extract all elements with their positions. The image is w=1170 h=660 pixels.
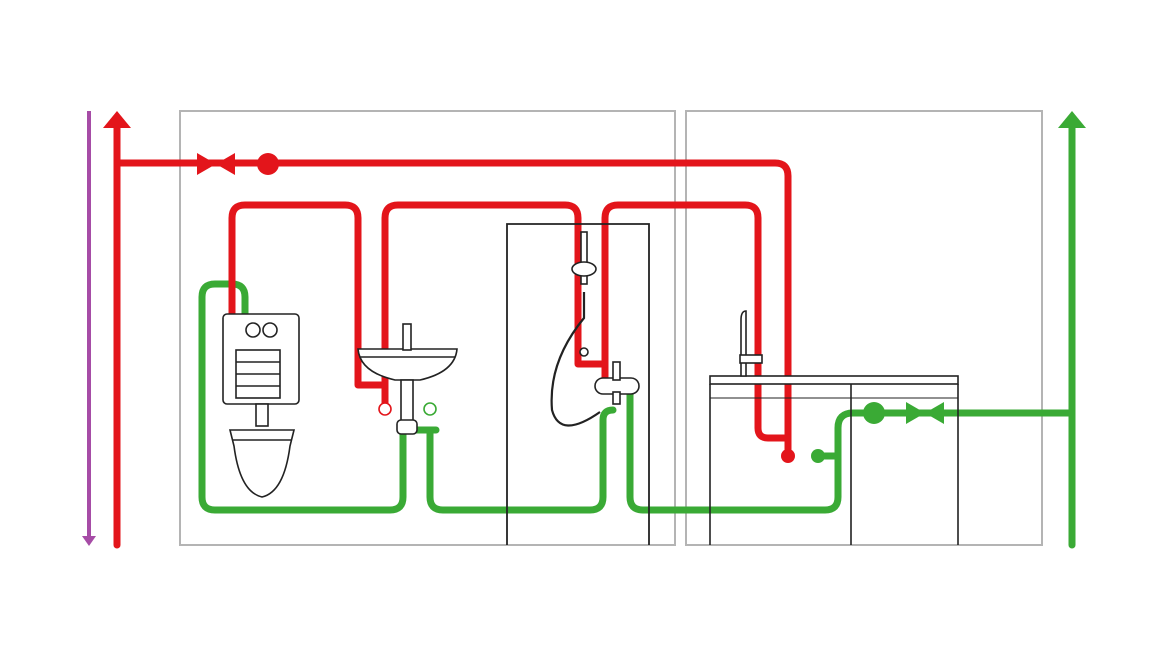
pump-icon <box>257 153 279 175</box>
circulation-return <box>82 111 96 546</box>
hot-pipe-toilet-basin <box>228 201 389 409</box>
shower <box>506 223 650 545</box>
kitchen-cabinet <box>709 375 959 545</box>
basin-bowl <box>357 348 458 381</box>
shower-enclosure <box>506 223 650 545</box>
shower-head-icon <box>571 231 597 357</box>
hot-outlet-stub <box>781 449 795 463</box>
cold-outlet-stub <box>811 449 825 463</box>
kitchen-tap <box>740 310 747 377</box>
toilet-bowl <box>228 429 296 498</box>
circulation-arrow-down <box>82 536 96 546</box>
basin-tap <box>402 323 412 351</box>
wall-hung-toilet <box>222 313 300 498</box>
flush-button-icon <box>262 322 278 338</box>
cold-pipe-shower-to-kitchen <box>626 382 1076 514</box>
hot-pipe-shower-kitchen <box>601 201 792 442</box>
hot-pipe-basin-shower <box>381 201 609 389</box>
cold-pipe-toilet-loop <box>198 280 407 514</box>
angle-valve <box>423 402 437 416</box>
bathroom-wall-outline <box>179 110 676 546</box>
mixer-tap-icon <box>594 361 640 405</box>
cold-pipe-basin-to-shower <box>399 406 617 514</box>
hot-riser-arrow-up <box>103 111 131 128</box>
kitchen-worktop <box>709 375 959 385</box>
hot-water-network <box>113 124 792 549</box>
shower-hose <box>550 292 601 427</box>
angle-valve <box>378 402 392 416</box>
gate-valve-icon <box>906 402 944 424</box>
cold-water-network <box>198 124 1076 549</box>
pump-icon <box>863 402 885 424</box>
hot-main-line <box>113 159 792 454</box>
room-walls <box>179 110 1043 546</box>
washbasin <box>357 323 458 435</box>
kitchen-wall-outline <box>685 110 1043 546</box>
gate-valve-icon <box>197 153 235 175</box>
cold-riser-arrow-up <box>1058 111 1086 128</box>
flush-button-icon <box>245 322 261 338</box>
kitchen-sink <box>739 310 763 377</box>
